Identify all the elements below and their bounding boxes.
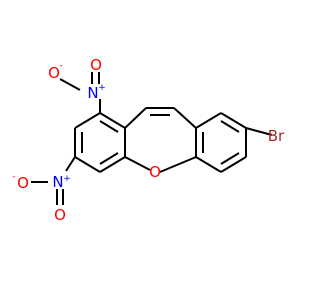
atom-labels: Br O N + O - O N + O - O [12,56,285,224]
nitro-bottom-plus-charge: + [63,174,71,184]
bromine-label: Br [268,127,285,145]
nitro-bottom-oxygen-single-label: O [17,174,29,192]
nitro-bottom-oxygen-double-label: O [54,206,66,224]
molecule-structure: Br O N + O - O N + O - O [12,56,285,224]
nitro-top-oxygen-single-label: O [48,64,60,82]
nitro-bottom-nitrogen-label: N [52,173,63,191]
ring-oxygen-label: O [149,163,161,181]
nitro-top-minus-charge: - [59,61,62,71]
nitro-top-oxygen-double-label: O [90,56,102,74]
nitro-top-plus-charge: + [98,83,106,93]
nitro-top-nitrogen-label: N [87,84,98,102]
bond-lines [31,72,273,205]
nitro-bottom-minus-charge: - [12,172,15,182]
